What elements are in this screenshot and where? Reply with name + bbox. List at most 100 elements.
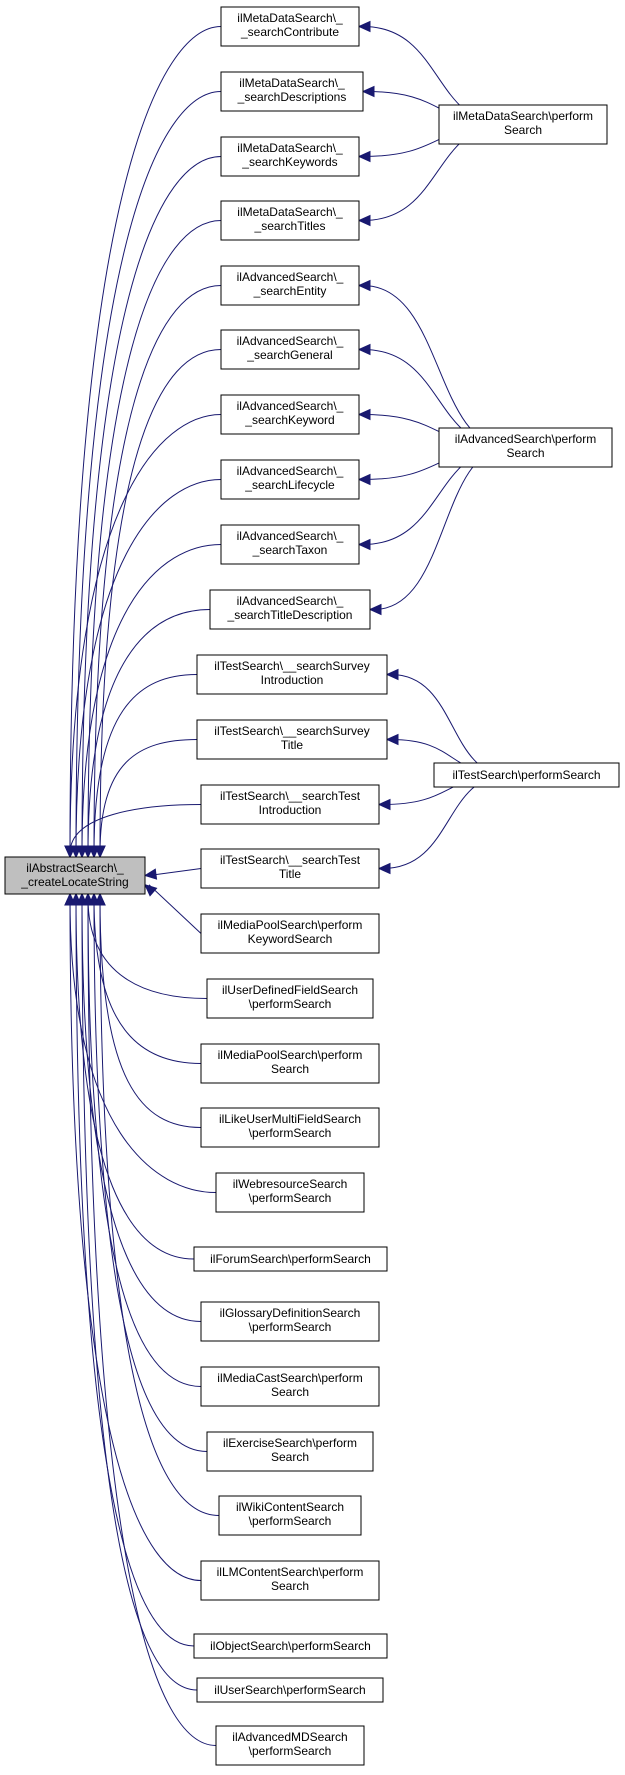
node-label-line: ilWikiContentSearch bbox=[236, 1500, 344, 1514]
node-l3[interactable]: ilMediaPoolSearch\performSearch bbox=[200, 1043, 380, 1084]
edge-line bbox=[75, 897, 195, 1647]
node-label-line: _searchKeywords bbox=[241, 155, 337, 169]
node-label-line: ilObjectSearch\performSearch bbox=[210, 1639, 371, 1653]
edge-arrowhead bbox=[357, 279, 371, 292]
edge-line bbox=[93, 897, 202, 1064]
node-l12[interactable]: ilObjectSearch\performSearch bbox=[193, 1633, 388, 1659]
edge-line bbox=[81, 156, 222, 854]
node-label-line: Search bbox=[271, 1450, 309, 1464]
node-l8[interactable]: ilMediaCastSearch\performSearch bbox=[200, 1366, 380, 1407]
node-label-line: \performSearch bbox=[249, 997, 332, 1011]
node-label-line: _createLocateString bbox=[20, 875, 128, 889]
edge-line bbox=[99, 897, 220, 1516]
node-label-line: ilTestSearch\__searchTest bbox=[220, 789, 361, 803]
edge-arrowhead bbox=[385, 668, 399, 681]
edge-arrowhead bbox=[377, 862, 391, 875]
edge-t3-root bbox=[64, 804, 202, 859]
node-box bbox=[220, 459, 360, 500]
node-a6[interactable]: ilAdvancedSearch\__searchTitleDescriptio… bbox=[209, 589, 371, 630]
node-label-line: ilMetaDataSearch\_ bbox=[239, 76, 345, 90]
edge-arrowhead bbox=[94, 892, 106, 906]
node-label-line: Search bbox=[506, 446, 544, 460]
node-l7[interactable]: ilGlossaryDefinitionSearch\performSearch bbox=[200, 1301, 380, 1342]
node-label-line: ilMetaDataSearch\perform bbox=[453, 109, 593, 123]
edge-arrowhead bbox=[357, 214, 371, 227]
node-box bbox=[200, 1366, 380, 1407]
node-box bbox=[200, 848, 380, 889]
node-a4[interactable]: ilAdvancedSearch\__searchLifecycle bbox=[220, 459, 360, 500]
node-l6[interactable]: ilForumSearch\performSearch bbox=[193, 1246, 388, 1272]
node-m1[interactable]: ilMetaDataSearch\__searchContribute bbox=[220, 6, 360, 47]
edge-line bbox=[99, 739, 198, 854]
node-label-line: Search bbox=[271, 1579, 309, 1593]
node-label-line: ilUserSearch\performSearch bbox=[214, 1683, 365, 1697]
edge-line bbox=[69, 804, 202, 854]
node-label-line: _searchContribute bbox=[240, 25, 339, 39]
node-label-line: ilAdvancedMDSearch bbox=[232, 1730, 347, 1744]
node-ap[interactable]: ilAdvancedSearch\performSearch bbox=[438, 427, 613, 468]
node-label-line: ilTestSearch\__searchSurvey bbox=[214, 659, 369, 673]
node-label-line: _searchTitleDescription bbox=[227, 608, 353, 622]
node-l2[interactable]: ilUserDefinedFieldSearch\performSearch bbox=[206, 978, 374, 1019]
node-l9[interactable]: ilExerciseSearch\performSearch bbox=[206, 1431, 374, 1472]
node-label-line: \performSearch bbox=[249, 1320, 332, 1334]
node-label-line: Title bbox=[279, 867, 302, 881]
node-l13[interactable]: ilUserSearch\performSearch bbox=[196, 1677, 384, 1703]
node-a5[interactable]: ilAdvancedSearch\__searchTaxon bbox=[220, 524, 360, 565]
edge-a1-root bbox=[88, 285, 222, 859]
node-label-line: Title bbox=[281, 738, 304, 752]
node-l4[interactable]: ilLikeUserMultiFieldSearch\performSearch bbox=[200, 1107, 380, 1148]
edge-line bbox=[99, 897, 202, 1128]
node-box bbox=[215, 1725, 365, 1766]
edge-arrowhead bbox=[357, 408, 371, 421]
edge-line bbox=[87, 897, 202, 1387]
edge-line bbox=[81, 897, 202, 1322]
node-l10[interactable]: ilWikiContentSearch\performSearch bbox=[218, 1495, 362, 1536]
root-node[interactable]: ilAbstractSearch\__createLocateString bbox=[4, 856, 146, 895]
node-label-line: \performSearch bbox=[249, 1126, 332, 1140]
node-label-line: ilUserDefinedFieldSearch bbox=[222, 983, 358, 997]
edge-arrowhead bbox=[64, 845, 76, 859]
node-m2[interactable]: ilMetaDataSearch\__searchDescriptions bbox=[220, 71, 364, 112]
edge-a2-root bbox=[94, 349, 222, 859]
node-a2[interactable]: ilAdvancedSearch\__searchGeneral bbox=[220, 329, 360, 370]
node-label-line: ilAdvancedSearch\_ bbox=[237, 334, 344, 348]
edge-l10-root bbox=[94, 892, 220, 1516]
node-box bbox=[200, 1107, 380, 1148]
edge-arrowhead bbox=[377, 798, 391, 811]
node-tp[interactable]: ilTestSearch\performSearch bbox=[433, 762, 620, 788]
node-l5[interactable]: ilWebresourceSearch\performSearch bbox=[215, 1172, 365, 1213]
edges bbox=[64, 20, 509, 1746]
edge-line bbox=[93, 285, 222, 854]
edge-line bbox=[99, 349, 222, 854]
node-m3[interactable]: ilMetaDataSearch\__searchKeywords bbox=[220, 136, 360, 177]
node-label-line: ilAbstractSearch\_ bbox=[26, 861, 124, 875]
edge-line bbox=[69, 414, 222, 854]
node-a3[interactable]: ilAdvancedSearch\__searchKeyword bbox=[220, 394, 360, 435]
edge-line bbox=[69, 897, 217, 1193]
node-label-line: _searchEntity bbox=[253, 284, 327, 298]
edge-line bbox=[148, 868, 202, 876]
edge-arrowhead bbox=[82, 892, 94, 906]
node-a1[interactable]: ilAdvancedSearch\__searchEntity bbox=[220, 265, 360, 306]
node-box bbox=[196, 1677, 384, 1703]
node-mp[interactable]: ilMetaDataSearch\performSearch bbox=[438, 104, 608, 145]
node-label-line: Introduction bbox=[259, 803, 322, 817]
node-l14[interactable]: ilAdvancedMDSearch\performSearch bbox=[215, 1725, 365, 1766]
node-label-line: ilTestSearch\performSearch bbox=[452, 768, 600, 782]
node-m4[interactable]: ilMetaDataSearch\__searchTitles bbox=[220, 200, 360, 241]
node-label-line: _searchLifecycle bbox=[244, 478, 335, 492]
node-l11[interactable]: ilLMContentSearch\performSearch bbox=[200, 1560, 380, 1601]
edge-line bbox=[93, 674, 198, 854]
node-label-line: ilMetaDataSearch\_ bbox=[237, 11, 343, 25]
node-box bbox=[206, 1431, 374, 1472]
node-box bbox=[220, 71, 364, 112]
node-label-line: ilWebresourceSearch bbox=[233, 1177, 348, 1191]
edge-arrowhead bbox=[357, 473, 371, 486]
